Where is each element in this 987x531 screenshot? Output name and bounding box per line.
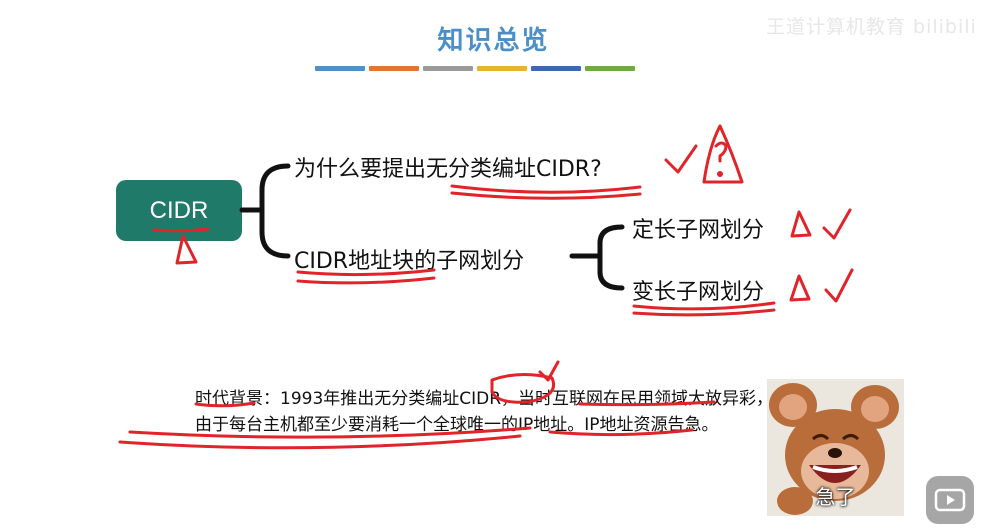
leaf-fixed-length-subnetting: 定长子网划分 [632,218,765,243]
branch-why-cidr: 为什么要提出无分类编址CIDR? [294,157,602,182]
accent-bar [531,66,581,71]
accent-bar [585,66,635,71]
accent-bar [369,66,419,71]
branch-cidr-subnetting: CIDR地址块的子网划分 [294,249,525,274]
background-line-2: 由于每台主机都至少要消耗一个全球唯一的IP地址。IP地址资源告急。 [195,415,719,435]
leaf-variable-length-subnetting: 变长子网划分 [632,280,765,305]
root-node-cidr: CIDR [116,180,242,241]
accent-bar [477,66,527,71]
watermark: 王道计算机教育 bilibili [766,16,977,38]
jerry-face-icon [767,379,904,516]
accent-bar [423,66,473,71]
video-play-button[interactable] [926,476,974,524]
accent-bar [315,66,365,71]
root-node-label: CIDR [149,196,209,224]
page-title: 知识总览 [437,26,550,56]
meme-caption: 急了 [815,485,856,509]
play-icon [934,488,966,512]
title-accent-bars [315,66,635,71]
background-line-1: 时代背景：1993年推出无分类编址CIDR，当时互联网在民用领域大放异彩， [195,389,774,409]
jerry-meme-image: 急了 [767,379,904,516]
